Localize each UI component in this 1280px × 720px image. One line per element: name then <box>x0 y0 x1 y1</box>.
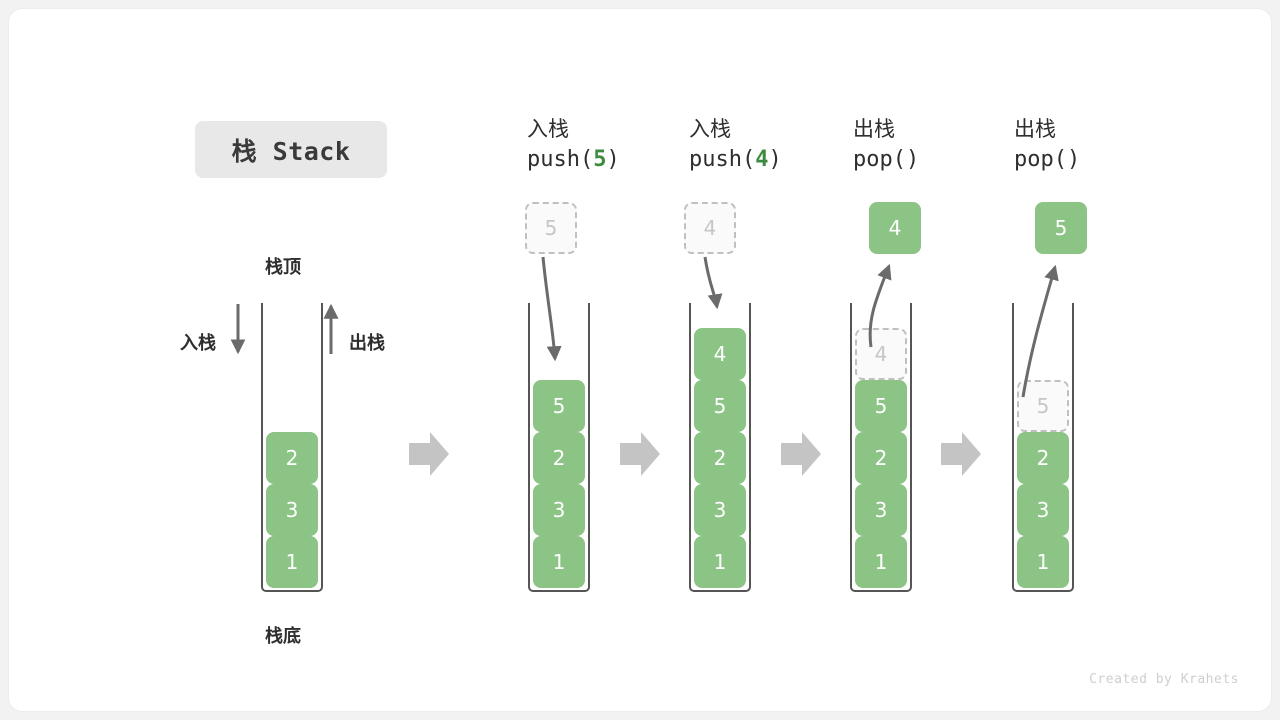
stack-column-initial: 1 3 2 <box>261 303 323 592</box>
stack-cells-push4: 1 3 2 5 4 <box>694 328 746 588</box>
stack-cell: 2 <box>1017 432 1069 484</box>
stack-top-label: 栈顶 <box>265 257 301 278</box>
column-header-push4: 入栈 push(4) <box>689 114 859 176</box>
stack-cell-ghost: 4 <box>855 328 907 380</box>
column-header-cn: 出栈 <box>1014 117 1056 141</box>
column-header-code: pop() <box>1014 147 1081 172</box>
column-header-cn: 入栈 <box>689 117 731 141</box>
stack-frame <box>261 303 323 592</box>
stack-cell: 4 <box>694 328 746 380</box>
stack-cell: 2 <box>855 432 907 484</box>
popped-box-4: 4 <box>869 202 921 254</box>
stack-cell: 5 <box>533 380 585 432</box>
separator-arrow <box>409 432 449 476</box>
credit-text: Created by Krahets <box>1089 672 1239 687</box>
column-header-code: push(4) <box>689 147 782 172</box>
stack-column-push5: 1 3 2 5 <box>528 303 590 592</box>
diagram-card: 栈 Stack 栈顶 入栈 出栈 1 3 2 栈底 入栈 push(5) 5 1… <box>8 8 1272 712</box>
incoming-ghost-box-4: 4 <box>684 202 736 254</box>
code-number: 4 <box>755 147 769 172</box>
incoming-ghost-box-5: 5 <box>525 202 577 254</box>
column-header-cn: 入栈 <box>527 117 569 141</box>
title-badge: 栈 Stack <box>195 121 387 178</box>
stack-cell: 1 <box>533 536 585 588</box>
stack-frame <box>1012 303 1074 592</box>
stack-frame <box>528 303 590 592</box>
stack-cell: 3 <box>1017 484 1069 536</box>
stack-cell: 3 <box>855 484 907 536</box>
popped-box-5: 5 <box>1035 202 1087 254</box>
stack-bottom-label: 栈底 <box>265 626 301 647</box>
column-header-pop5: 出栈 pop() <box>1014 114 1184 176</box>
code-number: 5 <box>593 147 607 172</box>
stack-cell: 2 <box>694 432 746 484</box>
column-header-code: pop() <box>853 147 920 172</box>
column-header-code: push(5) <box>527 147 620 172</box>
column-header-push5: 入栈 push(5) <box>527 114 697 176</box>
stack-cell: 2 <box>266 432 318 484</box>
stack-cells-pop5: 1 3 2 5 <box>1017 380 1069 588</box>
stack-cell: 3 <box>266 484 318 536</box>
stack-frame <box>850 303 912 592</box>
stack-cell: 5 <box>855 380 907 432</box>
stack-frame <box>689 303 751 592</box>
stack-cell: 1 <box>855 536 907 588</box>
pop-label-initial: 出栈 <box>349 333 385 354</box>
stack-column-push4: 1 3 2 5 4 <box>689 303 751 592</box>
stack-cell: 1 <box>694 536 746 588</box>
separator-arrow <box>620 432 660 476</box>
stack-cell: 3 <box>533 484 585 536</box>
stack-column-pop5: 1 3 2 5 <box>1012 303 1074 592</box>
stack-cell: 5 <box>694 380 746 432</box>
stack-cell: 1 <box>1017 536 1069 588</box>
stack-cell: 1 <box>266 536 318 588</box>
stack-cell: 3 <box>694 484 746 536</box>
separator-arrow <box>781 432 821 476</box>
stack-cells-push5: 1 3 2 5 <box>533 380 585 588</box>
separator-arrow <box>941 432 981 476</box>
stack-cells-pop4: 1 3 2 5 4 <box>855 328 907 588</box>
stack-cell: 2 <box>533 432 585 484</box>
stack-cell-ghost: 5 <box>1017 380 1069 432</box>
stack-cells-initial: 1 3 2 <box>266 432 318 588</box>
push-arrow-4 <box>703 256 723 310</box>
title-badge-label: 栈 Stack <box>231 136 351 166</box>
stack-column-pop4: 1 3 2 5 4 <box>850 303 912 592</box>
push-label-initial: 入栈 <box>180 333 216 354</box>
column-header-pop4: 出栈 pop() <box>853 114 1023 176</box>
column-header-cn: 出栈 <box>853 117 895 141</box>
